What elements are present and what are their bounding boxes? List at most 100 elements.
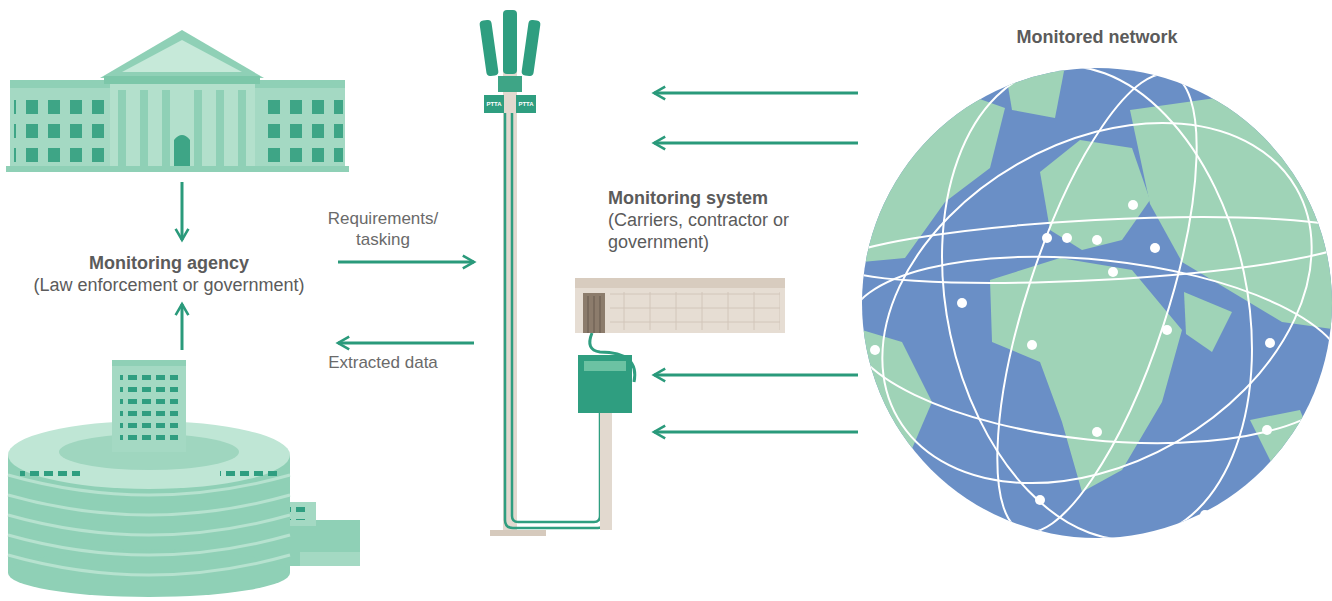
cell-tower-part bbox=[484, 95, 504, 113]
government-building-part bbox=[259, 100, 343, 166]
globe-part-part bbox=[1035, 495, 1045, 505]
monitoring-building-part bbox=[610, 292, 780, 330]
government-building-part bbox=[216, 90, 224, 166]
flow-arrow bbox=[654, 431, 858, 434]
cell-tower-part bbox=[490, 530, 546, 536]
government-building-part bbox=[6, 166, 349, 172]
cell-tower-part bbox=[521, 19, 541, 76]
globe-part-part bbox=[862, 92, 1005, 262]
globe-part-part bbox=[1265, 338, 1275, 348]
node-subtext: (Carriers, contractor or government) bbox=[608, 209, 800, 253]
data-center-part bbox=[120, 372, 178, 442]
globe-part-part bbox=[1262, 425, 1272, 435]
data-center-part bbox=[20, 470, 80, 482]
globe-part-part bbox=[1200, 510, 1210, 520]
down-arrow bbox=[181, 182, 184, 240]
globe-part-part bbox=[1027, 340, 1037, 350]
government-building-part bbox=[118, 90, 126, 166]
data-center bbox=[8, 360, 360, 597]
government-building-part bbox=[110, 74, 255, 170]
globe-part-part bbox=[1250, 410, 1320, 480]
globe-part-part bbox=[1062, 233, 1072, 243]
cell-tower-part bbox=[590, 333, 635, 382]
globe-part-part bbox=[836, 206, 1332, 293]
globe-part-part bbox=[1184, 292, 1232, 352]
globe-part bbox=[818, 37, 1332, 569]
globe-part-part bbox=[1150, 243, 1160, 253]
cell-tower-part bbox=[503, 10, 517, 74]
cell-tower-part bbox=[505, 113, 606, 528]
government-building-part bbox=[255, 80, 345, 88]
globe-part-part bbox=[983, 79, 993, 89]
globe-part-part bbox=[1162, 325, 1172, 335]
system-node: Monitoring system(Carriers, contractor o… bbox=[478, 15, 650, 535]
globe-part-part bbox=[990, 258, 1182, 492]
flow-arrow bbox=[338, 342, 474, 345]
cell-tower bbox=[479, 10, 635, 536]
flow-arrow bbox=[654, 142, 858, 145]
flow-arrow bbox=[654, 374, 858, 377]
government-building-part bbox=[14, 100, 106, 166]
data-center-part bbox=[112, 360, 186, 452]
node-heading: Monitoring system bbox=[608, 187, 800, 209]
node-subtext: (Law enforcement or government) bbox=[4, 274, 334, 296]
government-building-part bbox=[100, 30, 264, 78]
node-heading: Monitoring agency bbox=[4, 252, 334, 274]
globe-part-part bbox=[957, 298, 967, 308]
monitoring-building-part bbox=[575, 278, 785, 333]
government-building-part bbox=[140, 90, 148, 166]
globe-part-part bbox=[862, 330, 932, 472]
government-building-part bbox=[122, 40, 242, 72]
globe bbox=[818, 37, 1332, 569]
globe-part-part bbox=[1005, 66, 1065, 118]
network-node: Monitored network bbox=[862, 24, 1332, 544]
unit-label: PTTA bbox=[517, 101, 535, 108]
monitoring-building-part bbox=[583, 293, 605, 333]
data-center-part bbox=[112, 360, 186, 366]
monitoring-building bbox=[575, 278, 785, 333]
globe-part-part bbox=[1128, 200, 1138, 210]
government-building-part bbox=[104, 76, 260, 84]
government-building-part bbox=[194, 90, 202, 166]
flow-arrow bbox=[654, 92, 858, 95]
globe-part-part bbox=[1042, 233, 1052, 243]
globe-part-part bbox=[1092, 235, 1102, 245]
cell-tower-part bbox=[479, 19, 499, 76]
data-center-part bbox=[300, 552, 360, 566]
agency-node: Monitoring agency(Law enforcement or gov… bbox=[4, 250, 334, 350]
globe-part-part bbox=[1130, 96, 1332, 330]
globe-part-part bbox=[1040, 140, 1150, 250]
cell-tower-part bbox=[584, 361, 626, 371]
globe-part-part bbox=[1092, 427, 1102, 437]
flow-arrow bbox=[338, 261, 474, 264]
globe-part-part bbox=[818, 49, 1332, 556]
data-center-part bbox=[220, 470, 280, 482]
monitoring-building-part bbox=[588, 296, 600, 333]
government-building-part bbox=[10, 86, 110, 170]
cell-tower-part bbox=[516, 95, 536, 113]
government-building-part bbox=[255, 86, 345, 170]
globe-part-part bbox=[839, 234, 1332, 465]
node-heading: Monitored network bbox=[862, 26, 1332, 48]
government-building bbox=[6, 30, 349, 172]
node-text-block: Monitored network bbox=[862, 26, 1332, 48]
globe-part bbox=[870, 79, 1275, 520]
edge-label: Requirements/ tasking bbox=[318, 208, 448, 250]
unit-label: PTTA bbox=[485, 101, 503, 108]
government-building-part bbox=[174, 135, 190, 166]
globe-part-part bbox=[870, 345, 880, 355]
node-text-block: Monitoring agency(Law enforcement or gov… bbox=[4, 252, 334, 296]
government-building-part bbox=[10, 80, 110, 88]
cell-tower-part bbox=[600, 412, 612, 530]
government-building-part bbox=[162, 90, 170, 166]
globe-part-part bbox=[956, 53, 1237, 553]
monitoring-building-part bbox=[575, 278, 785, 288]
globe-part-part bbox=[900, 37, 1293, 569]
globe-part-part bbox=[1108, 267, 1118, 277]
up-arrow bbox=[181, 304, 184, 350]
connectors bbox=[338, 93, 858, 432]
node-text-block: Monitoring system(Carriers, contractor o… bbox=[608, 187, 800, 253]
